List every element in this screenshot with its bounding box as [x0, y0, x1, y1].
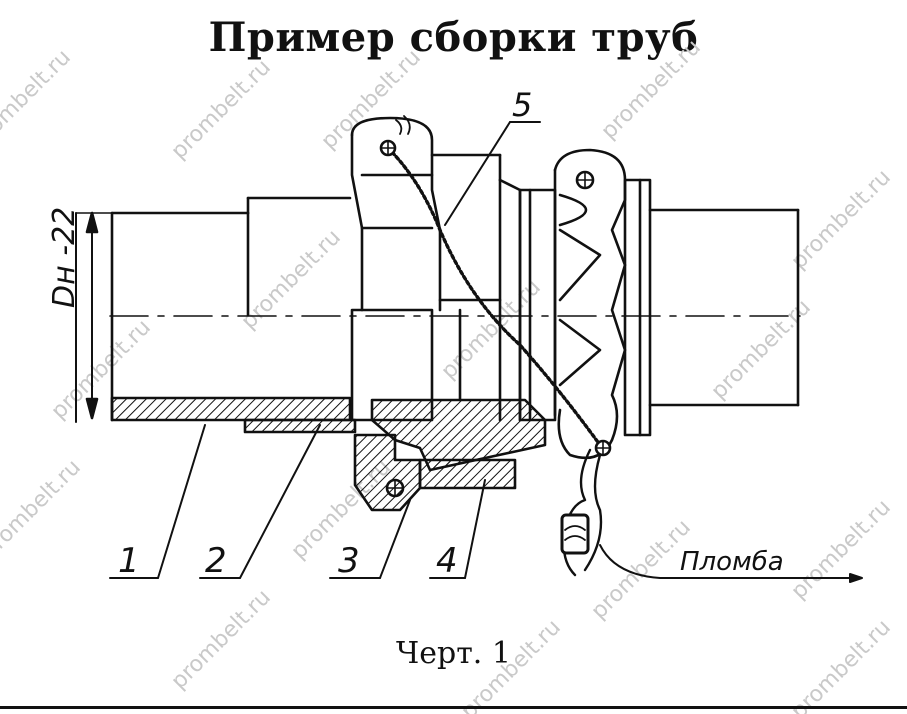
- drawing-caption: Черт. 1: [396, 636, 511, 671]
- watermark: prombelt.ru: [787, 165, 896, 274]
- callout-2: 2: [205, 541, 227, 581]
- callout-4: 4: [436, 541, 458, 581]
- callout-1: 1: [118, 541, 140, 581]
- lock-nut: [518, 148, 652, 460]
- pipe-left: [110, 196, 352, 422]
- watermark: prombelt.ru: [237, 225, 346, 334]
- seal-icon: [560, 513, 590, 555]
- watermark: prombelt.ru: [317, 45, 426, 154]
- leader-lines: [109, 121, 863, 583]
- watermark: prombelt.ru: [167, 55, 276, 164]
- drawing-title: Пример сборки труб: [208, 14, 699, 61]
- watermark: prombelt.ru: [0, 455, 86, 564]
- dimension-label: Dн -22: [47, 207, 82, 308]
- watermark: prombelt.ru: [0, 45, 76, 154]
- watermark: prombelt.ru: [597, 35, 706, 144]
- watermark: prombelt.ru: [787, 495, 896, 604]
- dimension-line: [75, 211, 113, 423]
- bottom-rule: [0, 706, 907, 709]
- locking-wire: [379, 115, 612, 577]
- callout-5: 5: [512, 86, 532, 124]
- callout-3: 3: [338, 541, 360, 581]
- watermark-layer: prombelt.ru prombelt.ru prombelt.ru prom…: [0, 35, 896, 714]
- seal-label: Пломба: [680, 547, 784, 577]
- watermark: prombelt.ru: [707, 295, 816, 404]
- pipe-right: [648, 208, 800, 407]
- ferrule: [243, 418, 357, 434]
